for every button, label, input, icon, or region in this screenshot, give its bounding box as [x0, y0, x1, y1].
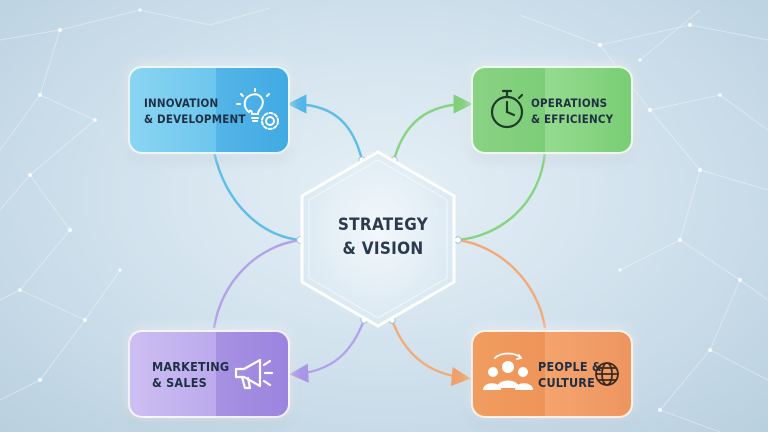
card-people-line1: PEOPLE &: [538, 359, 602, 374]
lightbulb-gear-icon: [236, 88, 279, 130]
center-title-line1: STRATEGY: [337, 215, 429, 235]
card-accent: [216, 332, 288, 416]
card-people-line2: CULTURE: [538, 375, 596, 390]
card-people-label: PEOPLE & CULTURE: [538, 359, 602, 391]
team-icon: [483, 352, 533, 390]
megaphone-icon: [234, 358, 274, 390]
card-accent: [216, 68, 288, 152]
arrow-to-marketing: [289, 319, 366, 383]
center-title-line2: & VISION: [342, 239, 424, 259]
card-innovation: INNOVATION & DEVELOPMENT: [128, 66, 290, 154]
card-operations-line2: & EFFICIENCY: [531, 112, 614, 126]
link-operations-loop: [457, 151, 547, 242]
card-operations-line1: OPERATIONS: [531, 96, 608, 110]
card-marketing-line1: MARKETING: [152, 359, 230, 374]
arrow-to-people: [390, 319, 471, 387]
arrow-to-innovation: [287, 94, 364, 161]
card-accent: [473, 68, 545, 152]
card-marketing-label: MARKETING & SALES: [152, 359, 229, 391]
link-people-loop: [457, 238, 547, 329]
card-operations-label: OPERATIONS & EFFICIENCY: [531, 95, 613, 127]
center-title: STRATEGY & VISION: [318, 213, 448, 261]
link-marketing-loop: [212, 238, 301, 329]
stopwatch-icon: [490, 89, 524, 129]
link-innovation-loop: [212, 151, 301, 242]
card-accent: [473, 332, 545, 416]
globe-icon: [595, 362, 619, 386]
card-innovation-line1: INNOVATION: [144, 96, 219, 110]
card-marketing: MARKETING & SALES: [128, 330, 290, 418]
card-people: PEOPLE & CULTURE: [471, 330, 633, 418]
card-innovation-label: INNOVATION & DEVELOPMENT: [144, 95, 246, 127]
card-operations: OPERATIONS & EFFICIENCY: [471, 66, 633, 154]
card-innovation-line2: & DEVELOPMENT: [144, 112, 246, 126]
card-marketing-line2: & SALES: [152, 375, 207, 390]
arrow-to-operations: [392, 94, 473, 161]
